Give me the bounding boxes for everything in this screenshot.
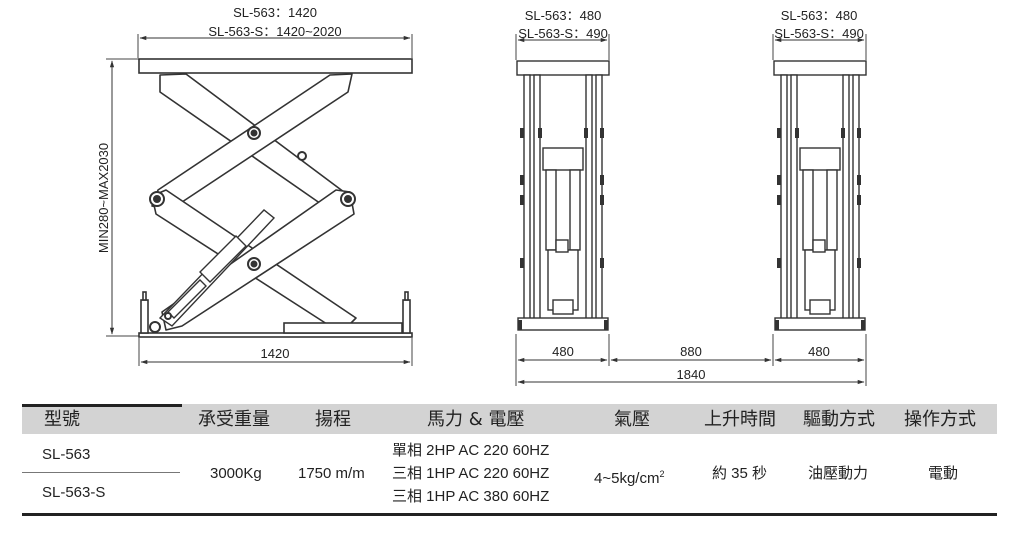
platform [138, 58, 413, 74]
bottom-dim-label: 1420 [261, 346, 290, 361]
air-pressure-text: 4~5kg/cm [594, 470, 660, 487]
power-line-3: 三相 1HP AC 380 60HZ [392, 488, 550, 505]
front-view-right-unit: SL-563：480 SL-563-S：490 [772, 8, 867, 331]
header-drive: 驅動方式 [803, 409, 875, 430]
spec-header-accent-line [22, 404, 182, 407]
header-air-pressure: 氣壓 [614, 409, 650, 430]
left-unit-dim-label-2: SL-563-S：490 [518, 26, 608, 41]
pivot-joints [149, 126, 356, 333]
model-divider [22, 472, 180, 473]
spec-header-band [22, 404, 997, 434]
lift-height-value: 1750 m/m [298, 465, 365, 482]
model-sl-563-s: SL-563-S [42, 484, 106, 501]
right-unit-dim-label-1: SL-563：480 [781, 8, 858, 23]
technical-drawing: SL-563：1420 SL-563-S：1420~2020 MIN280~MA… [96, 5, 867, 386]
header-power: 馬力 & 電壓 [427, 409, 525, 430]
base-frame [138, 291, 413, 338]
left-unit-dim-label-1: SL-563：480 [525, 8, 602, 23]
model-sl-563: SL-563 [42, 446, 91, 463]
front-view-dimensions: 480 880 480 1840 [515, 334, 867, 386]
dim-480-right: 480 [808, 344, 830, 359]
header-model: 型號 [44, 409, 80, 430]
power-line-1: 單相 2HP AC 220 60HZ [392, 442, 550, 459]
capacity-value: 3000Kg [210, 465, 262, 482]
top-width-dimension: SL-563：1420 SL-563-S：1420~2020 [137, 5, 413, 58]
header-capacity: 承受重量 [198, 409, 270, 430]
air-pressure-value: 4~5kg/cm2 [594, 465, 664, 488]
dim-480-left: 480 [552, 344, 574, 359]
spec-bottom-line [22, 513, 997, 516]
height-dimension: MIN280~MAX2030 [96, 58, 140, 337]
scissor-arms [151, 73, 357, 331]
side-view: SL-563：1420 SL-563-S：1420~2020 MIN280~MA… [96, 5, 413, 366]
dim-880-gap: 880 [680, 344, 702, 359]
hydraulic-cylinder [158, 209, 276, 327]
operation-value: 電動 [928, 465, 959, 482]
header-lift-height: 揚程 [315, 409, 351, 430]
height-dim-label: MIN280~MAX2030 [96, 143, 111, 253]
dim-1840-total: 1840 [677, 367, 706, 382]
front-view-left-unit: SL-563：480 SL-563-S：490 [515, 8, 610, 331]
air-pressure-unit-superscript: 2 [659, 469, 665, 479]
spec-table: 型號 承受重量 揚程 馬力 & 電壓 氣壓 上升時間 驅動方式 操作方式 SL-… [22, 404, 997, 516]
bottom-width-dimension: 1420 [138, 338, 413, 366]
header-operation: 操作方式 [904, 409, 976, 430]
rise-time-value: 約 35 秒 [712, 465, 768, 482]
header-rise-time: 上升時間 [704, 409, 776, 430]
power-line-2: 三相 1HP AC 220 60HZ [392, 465, 550, 482]
drive-value: 油壓動力 [808, 465, 869, 482]
right-unit-dim-label-2: SL-563-S：490 [774, 26, 864, 41]
top-dim-label-2: SL-563-S：1420~2020 [208, 24, 341, 39]
top-dim-label-1: SL-563：1420 [233, 5, 317, 20]
